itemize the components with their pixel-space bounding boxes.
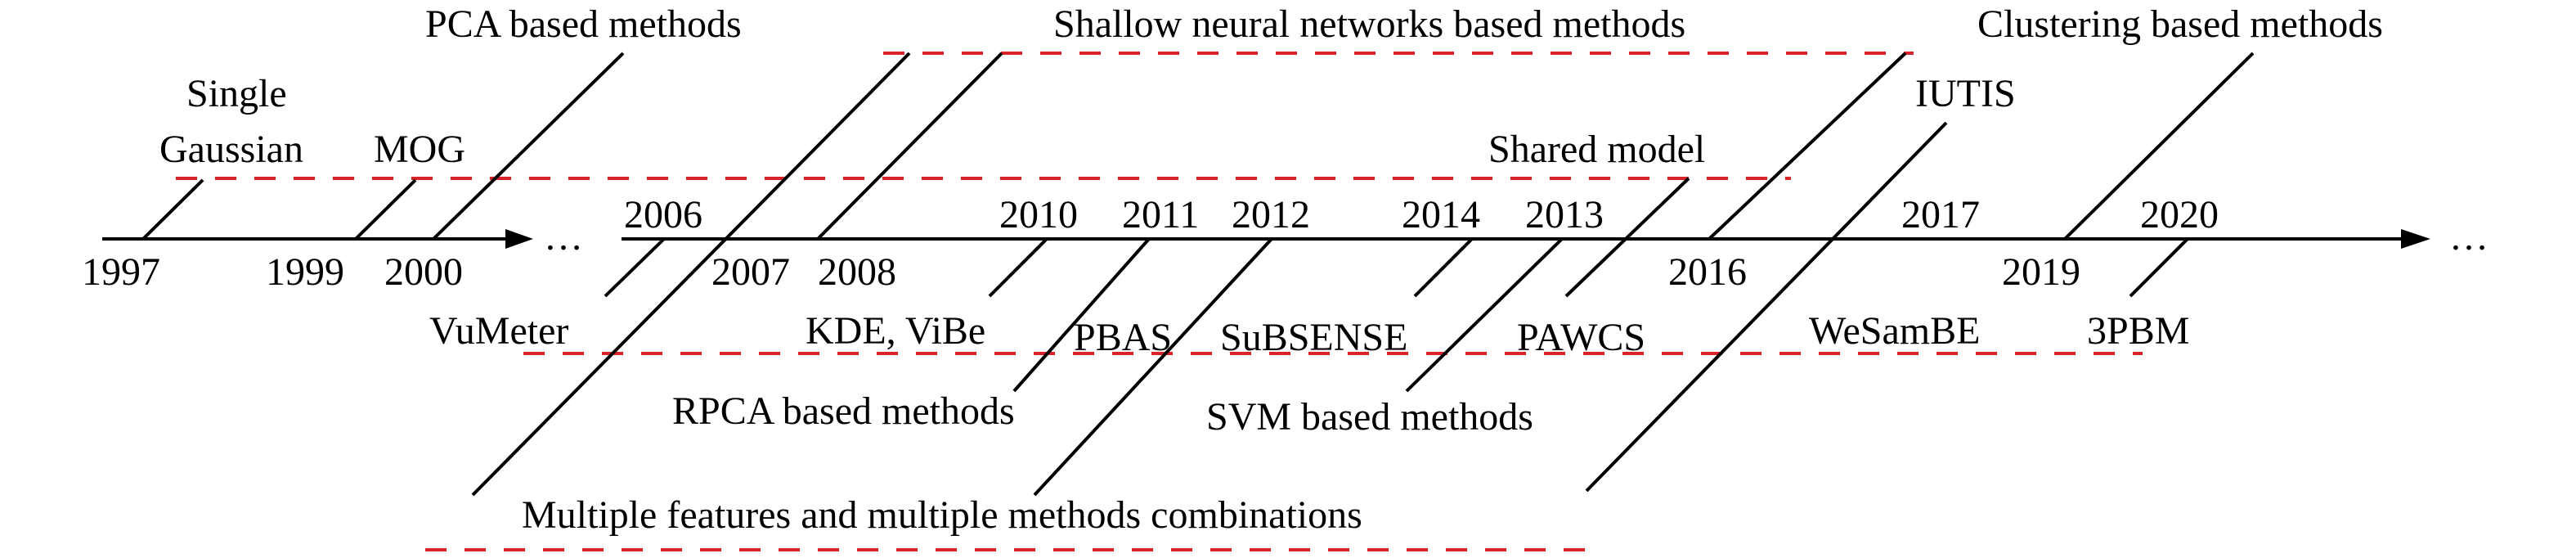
leader-iutis [1585, 121, 1948, 493]
timeline-arrow-left [505, 229, 533, 249]
leader-multiple-combinations [471, 52, 911, 497]
year-2006: 2006 [624, 193, 702, 236]
leader-kde-vibe [988, 237, 1048, 298]
label-pbas: PBAS [1074, 316, 1172, 359]
leader-clustering [1708, 52, 1907, 241]
year-2000: 2000 [384, 250, 463, 294]
label-gaussian: Gaussian [159, 128, 303, 171]
label-pca-methods: PCA based methods [425, 2, 742, 46]
ellipsis-right: … [2449, 215, 2488, 259]
year-2019: 2019 [2002, 250, 2080, 294]
year-1999: 1999 [266, 250, 344, 294]
leader-shallow-nn [816, 52, 1003, 241]
label-wesambe: WeSamBE [1809, 309, 1980, 353]
year-2012: 2012 [1232, 193, 1310, 236]
leader-pca [432, 52, 625, 241]
label-multiple-combinations: Multiple features and multiple methods c… [522, 493, 1362, 537]
leader-pbas [1413, 237, 1474, 298]
label-kde-vibe: KDE, ViBe [806, 309, 985, 353]
year-2017: 2017 [1901, 193, 1980, 236]
year-1997: 1997 [82, 250, 160, 294]
leader-shared-model [1564, 177, 1690, 298]
label-rpca-methods: RPCA based methods [672, 389, 1015, 433]
label-svm-methods: SVM based methods [1206, 395, 1533, 439]
leader-subsense [1033, 237, 1273, 497]
timeline-arrow-right [2401, 229, 2430, 249]
year-2016: 2016 [1668, 250, 1747, 294]
label-subsense: SuBSENSE [1220, 316, 1407, 359]
leader-vumeter [604, 237, 666, 298]
year-2011: 2011 [1122, 193, 1199, 236]
year-2008: 2008 [818, 250, 896, 294]
label-mog: MOG [374, 128, 465, 171]
label-shared-model: Shared model [1488, 128, 1705, 171]
leader-3pbm [2129, 237, 2189, 298]
label-single: Single [186, 72, 287, 115]
ellipsis-left: … [544, 215, 583, 259]
label-pawcs: PAWCS [1517, 316, 1645, 359]
year-2007: 2007 [711, 250, 790, 294]
year-2013: 2013 [1525, 193, 1604, 236]
year-2020: 2020 [2140, 193, 2219, 236]
year-2014: 2014 [1402, 193, 1480, 236]
leader-mog [354, 178, 417, 241]
label-3pbm: 3PBM [2087, 309, 2189, 353]
label-iutis: IUTIS [1915, 72, 2016, 115]
leader-single-gaussian [141, 178, 204, 241]
label-vumeter: VuMeter [429, 309, 568, 353]
year-2010: 2010 [999, 193, 1078, 236]
label-shallow-nn-methods: Shallow neural networks based methods [1053, 2, 1685, 46]
leader-rpca [1012, 237, 1151, 393]
leader-svm [1405, 237, 1564, 393]
leader-wesambe [2063, 52, 2255, 241]
label-clustering-methods: Clustering based methods [1977, 2, 2383, 46]
